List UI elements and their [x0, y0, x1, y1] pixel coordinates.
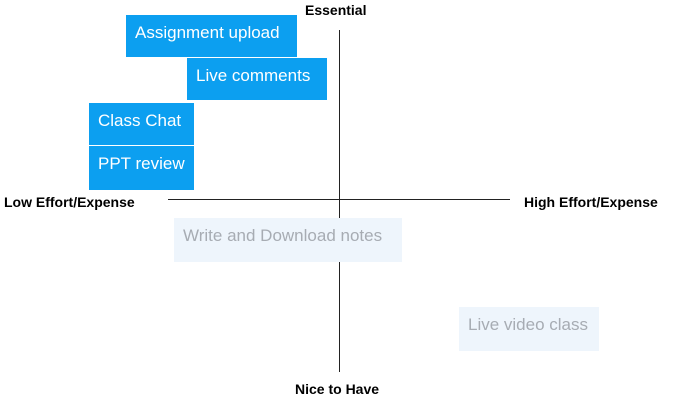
feature-class-chat[interactable]: Class Chat — [89, 103, 194, 145]
axis-label-top: Essential — [305, 2, 367, 18]
horizontal-axis-line — [168, 199, 510, 200]
feature-ppt-review[interactable]: PPT review — [89, 146, 194, 190]
feature-write-download-notes[interactable]: Write and Download notes — [174, 218, 402, 262]
axis-label-bottom: Nice to Have — [295, 381, 380, 397]
feature-assignment-upload[interactable]: Assignment upload — [126, 15, 297, 57]
axis-label-left: Low Effort/Expense — [4, 194, 135, 210]
axis-label-right: High Effort/Expense — [524, 194, 658, 210]
feature-live-comments[interactable]: Live comments — [187, 58, 327, 100]
feature-live-video-class[interactable]: Live video class — [459, 307, 599, 351]
vertical-axis-line — [339, 30, 340, 372]
